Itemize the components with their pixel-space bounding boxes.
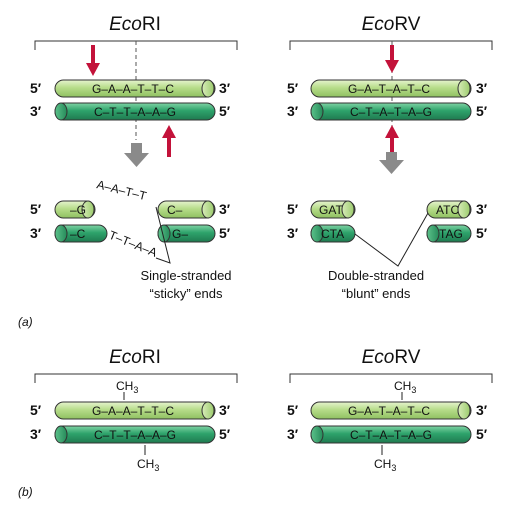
ecori-frag-right-bottom-seq: G– bbox=[172, 227, 188, 241]
ecori-frag-right-top bbox=[157, 200, 216, 219]
ecorv-top-3prime: 3′ bbox=[476, 80, 488, 96]
ecori-b-bottom-3prime: 3′ bbox=[30, 426, 42, 442]
ecori-top-3prime: 3′ bbox=[219, 80, 231, 96]
ecori-bottom-strand bbox=[54, 102, 216, 121]
ecori-caption-line1: Single-stranded bbox=[140, 268, 231, 283]
ecori-methyl-top: CH3 bbox=[116, 379, 138, 395]
ecori-top-cut-arrow bbox=[86, 45, 100, 76]
ecorv-b-top-strand bbox=[310, 401, 472, 420]
ecorv-bottom-sequence: C–T–A–T–A–G bbox=[350, 105, 432, 119]
ecori-title-b: EcoRI bbox=[109, 347, 161, 368]
ecorv-b-bottom-strand bbox=[310, 425, 472, 444]
ecori-title-a: EcoRI bbox=[109, 14, 161, 35]
ecori-bottom-cut-arrow bbox=[162, 125, 176, 157]
ecorv-frag-right-top bbox=[426, 200, 472, 219]
ecori-frag-right-top-3prime: 3′ bbox=[219, 201, 231, 217]
ecorv-frag-left-bottom-3prime: 3′ bbox=[287, 225, 299, 241]
ecori-b-bottom-strand bbox=[54, 425, 216, 444]
ecori-top-strand bbox=[54, 79, 216, 98]
ecorv-bottom-strand bbox=[310, 102, 472, 121]
ecorv-caption-line2: “blunt” ends bbox=[342, 286, 411, 301]
ecori-b-top-strand bbox=[54, 401, 216, 420]
ecorv-bottom-5prime: 5′ bbox=[476, 103, 488, 119]
ecorv-frag-left-top-5prime: 5′ bbox=[287, 201, 299, 217]
ecorv-frag-left-bottom-seq: CTA bbox=[321, 227, 344, 241]
ecorv-b-top-sequence: G–A–T–A–T–C bbox=[348, 404, 430, 418]
ecori-frag-right-bottom-5prime: 5′ bbox=[219, 225, 231, 241]
ecorv-process-arrow bbox=[379, 152, 404, 174]
ecorv-b-bottom-3prime: 3′ bbox=[287, 426, 299, 442]
ecori-bracket-b bbox=[34, 373, 238, 383]
ecorv-b-top-3prime: 3′ bbox=[476, 402, 488, 418]
ecorv-b-top-5prime: 5′ bbox=[287, 402, 299, 418]
ecorv-frag-left-bottom bbox=[310, 224, 356, 243]
ecori-bottom-5prime: 5′ bbox=[219, 103, 231, 119]
ecori-frag-left-bottom-seq: –C bbox=[70, 227, 86, 241]
ecori-process-arrow bbox=[124, 143, 149, 167]
ecori-frag-left-top-5prime: 5′ bbox=[30, 201, 42, 217]
ecorv-b-bottom-sequence: C–T–A–T–A–G bbox=[350, 428, 432, 442]
ecorv-bottom-cut-arrow bbox=[385, 125, 399, 153]
ecorv-blunt-pointer bbox=[354, 212, 429, 267]
ecori-bottom-3prime: 3′ bbox=[30, 103, 42, 119]
ecori-b-bottom-sequence: C–T–T–A–A–G bbox=[94, 428, 176, 442]
ecorv-frag-right-top-3prime: 3′ bbox=[476, 201, 488, 217]
ecorv-top-sequence: G–A–T–A–T–C bbox=[348, 82, 430, 96]
ecori-frag-left-top bbox=[54, 200, 96, 219]
ecori-overhang-top: A–A–T–T bbox=[95, 177, 148, 203]
ecorv-methyl-bottom: CH3 bbox=[374, 457, 396, 473]
ecorv-title-b: EcoRV bbox=[362, 347, 421, 368]
ecorv-bracket-a bbox=[289, 40, 493, 50]
ecorv-bottom-3prime: 3′ bbox=[287, 103, 299, 119]
ecori-caption-line2: “sticky” ends bbox=[150, 286, 223, 301]
ecorv-frag-right-bottom bbox=[426, 224, 472, 243]
ecori-frag-left-top-seq: –G bbox=[70, 203, 86, 217]
ecorv-b-bottom-5prime: 5′ bbox=[476, 426, 488, 442]
ecorv-frag-left-top-seq: GAT bbox=[319, 203, 343, 217]
panel-b-label: (b) bbox=[18, 485, 33, 499]
ecorv-bracket-b bbox=[289, 373, 493, 383]
ecorv-caption-line1: Double-stranded bbox=[328, 268, 424, 283]
ecori-b-top-5prime: 5′ bbox=[30, 402, 42, 418]
ecori-methyl-bottom: CH3 bbox=[137, 457, 159, 473]
ecori-frag-right-top-seq: C– bbox=[167, 203, 183, 217]
ecori-frag-left-bottom-3prime: 3′ bbox=[30, 225, 42, 241]
ecori-b-top-sequence: G–A–A–T–T–C bbox=[92, 404, 174, 418]
ecorv-top-cut-arrow bbox=[385, 45, 399, 73]
ecori-frag-left-bottom bbox=[54, 224, 108, 243]
ecori-bottom-sequence: C–T–T–A–A–G bbox=[94, 105, 176, 119]
ecori-top-5prime: 5′ bbox=[30, 80, 42, 96]
panel-a-label: (a) bbox=[18, 315, 33, 329]
ecori-overhang-bottom: T–T–A–A bbox=[107, 228, 159, 260]
ecori-sticky-pointer bbox=[155, 206, 171, 264]
ecori-b-bottom-5prime: 5′ bbox=[219, 426, 231, 442]
ecorv-frag-left-top bbox=[310, 200, 356, 219]
ecori-top-sequence: G–A–A–T–T–C bbox=[92, 82, 174, 96]
ecorv-methyl-top: CH3 bbox=[394, 379, 416, 395]
ecorv-frag-right-bottom-seq: TAG bbox=[439, 227, 463, 241]
ecorv-frag-right-top-seq: ATC bbox=[436, 203, 459, 217]
ecori-frag-right-bottom bbox=[157, 224, 216, 243]
ecori-b-top-3prime: 3′ bbox=[219, 402, 231, 418]
ecorv-frag-right-bottom-5prime: 5′ bbox=[476, 225, 488, 241]
ecorv-top-5prime: 5′ bbox=[287, 80, 299, 96]
ecorv-top-strand bbox=[310, 79, 472, 98]
ecorv-title-a: EcoRV bbox=[362, 14, 421, 35]
